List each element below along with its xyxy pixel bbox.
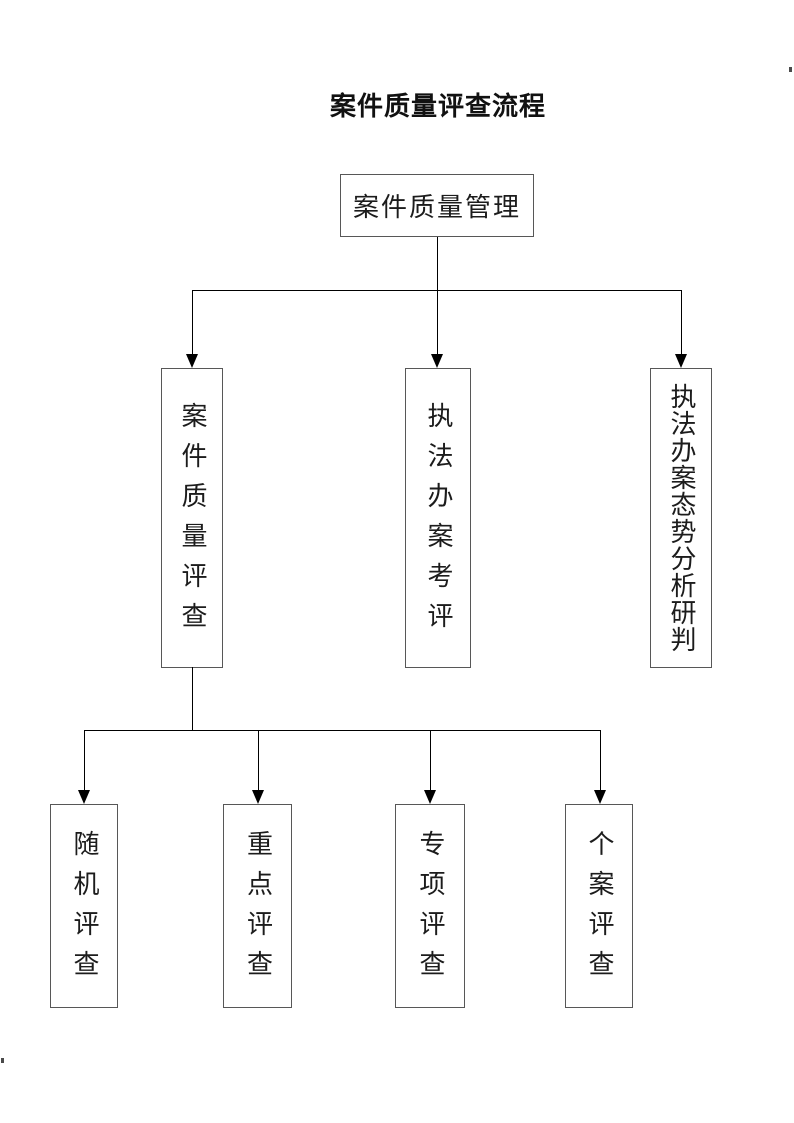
node-label: 个案评查 (585, 829, 614, 990)
connector-line (84, 730, 85, 790)
page-title: 案件质量评查流程 (330, 91, 547, 121)
connector-line (600, 730, 601, 790)
stray-mark (789, 67, 792, 72)
node-law-enforcement-case-evaluation: 执法办案考评 (405, 368, 471, 668)
node-label: 案件质量管理 (352, 193, 521, 222)
stray-mark (1, 1058, 4, 1063)
arrow-down-icon (431, 354, 443, 368)
node-label: 重点评查 (243, 829, 273, 990)
connector-line (437, 290, 438, 354)
node-case-quality-review: 案件质量评查 (161, 368, 223, 668)
connector-line (681, 290, 682, 354)
connector-line (430, 730, 431, 790)
connector-line (84, 730, 601, 731)
node-random-review: 随机评查 (50, 804, 118, 1008)
arrow-down-icon (78, 790, 90, 804)
node-label: 案件质量评查 (178, 401, 207, 642)
connector-line (192, 667, 193, 730)
arrow-down-icon (424, 790, 436, 804)
arrow-down-icon (594, 790, 606, 804)
node-label: 执法办案态势分析研判 (667, 383, 696, 653)
connector-line (192, 290, 193, 354)
node-special-review: 专项评查 (395, 804, 465, 1008)
node-label: 随机评查 (70, 829, 99, 990)
node-label: 专项评查 (416, 829, 445, 990)
node-individual-case-review: 个案评查 (565, 804, 633, 1008)
arrow-down-icon (186, 354, 198, 368)
connector-line (258, 730, 259, 790)
arrow-down-icon (252, 790, 264, 804)
node-label: 执法办案考评 (424, 401, 453, 642)
node-key-review: 重点评查 (223, 804, 292, 1008)
node-situation-analysis-research: 执法办案态势分析研判 (650, 368, 712, 668)
connector-line (437, 237, 438, 290)
arrow-down-icon (675, 354, 687, 368)
node-case-quality-management: 案件质量管理 (340, 174, 534, 237)
